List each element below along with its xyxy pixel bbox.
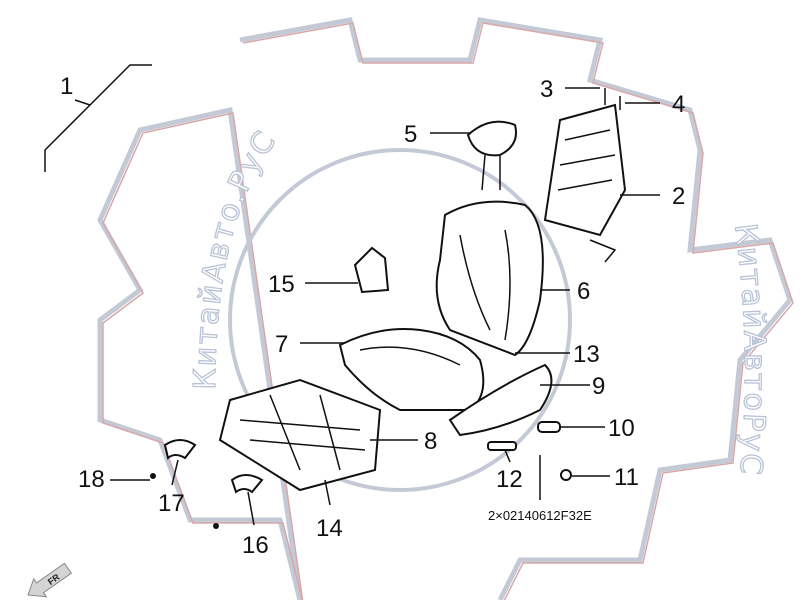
callout-9: 9: [592, 373, 605, 400]
seatback-cushion-part: [435, 200, 544, 357]
leader-lines: [110, 87, 660, 526]
watermark-text-left: КитайАвто.РуС: [188, 124, 284, 390]
callout-17: 17: [158, 490, 185, 517]
watermark-gear: [97, 17, 794, 600]
screw-18-part: [150, 473, 156, 479]
callout-2: 2: [672, 183, 685, 210]
callout-15: 15: [268, 271, 295, 298]
cover-12-part: [487, 441, 517, 451]
bracket-part: [353, 246, 390, 294]
seat-frame-part: [218, 378, 382, 492]
callout-16: 16: [242, 532, 269, 559]
callout-12: 12: [496, 466, 523, 493]
callout-18: 18: [78, 466, 105, 493]
clip-16-part: [230, 474, 264, 494]
callout-8: 8: [424, 428, 437, 455]
headrest-part: [466, 120, 517, 191]
front-direction-arrow-icon: FR: [27, 562, 73, 598]
knob-10-part: [537, 421, 561, 433]
callout-3: 3: [540, 76, 553, 103]
part-code-label: 2×02140612F32E: [488, 508, 592, 523]
bolts-3-4-part: [604, 88, 621, 110]
seatback-frame-part: [543, 103, 627, 263]
callout-10: 10: [608, 415, 635, 442]
callout-5: 5: [404, 121, 417, 148]
seat-cushion-part: [338, 328, 485, 411]
callout-14: 14: [316, 515, 343, 542]
side-trim-part: [448, 363, 553, 437]
callout-11: 11: [614, 464, 639, 491]
callout-4: 4: [672, 91, 685, 118]
callout-1: 1: [60, 73, 73, 100]
callout-13: 13: [573, 341, 600, 368]
clip-17-part: [163, 439, 197, 460]
callout-7: 7: [275, 331, 288, 358]
callout-6: 6: [577, 278, 590, 305]
screw-loose-part: [213, 523, 219, 529]
leader-1: [44, 64, 152, 172]
screw-11-part: [560, 469, 572, 481]
